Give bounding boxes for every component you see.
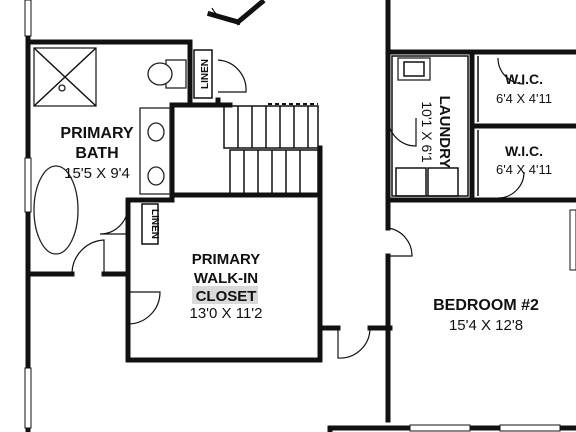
linen-shelf-upper (193, 49, 213, 99)
stairs-lower (229, 149, 319, 195)
stairs (223, 103, 319, 195)
sink-icon (397, 57, 431, 81)
bedroom2-label: BEDROOM #2 (433, 297, 539, 314)
wic-upper-label: W.I.C. (505, 71, 543, 87)
stairs-upper (223, 105, 319, 149)
washer-icon (395, 167, 427, 197)
primary-bath-title-2: BATH (75, 145, 118, 162)
laundry-dims: 10'1 X 6'1 (419, 101, 435, 163)
linen-shelf-lower (141, 203, 159, 245)
closet-title-2: WALK-IN (194, 270, 258, 287)
laundry-label: LAUNDRY (436, 96, 453, 169)
windows (24, 0, 576, 432)
closet-highlight (192, 286, 258, 304)
wic-upper-dims: 6'4 X 4'11 (496, 91, 552, 106)
closet-dims: 13'0 X 11'2 (189, 305, 262, 322)
linen-upper-label: LINEN (200, 59, 211, 89)
closet-title-3: CLOSET (196, 288, 257, 305)
linen-lower-label: LINEN (149, 209, 160, 239)
primary-bath-dims: 15'5 X 9'4 (64, 165, 130, 182)
labels: PRIMARY BATH 15'5 X 9'4 LINEN LINEN PRIM… (60, 59, 552, 334)
walls (25, 0, 576, 432)
closet-title-1: PRIMARY (192, 251, 261, 268)
primary-bath-title-1: PRIMARY (60, 125, 134, 142)
wic-lower-dims: 6'4 X 4'11 (496, 162, 552, 177)
fixtures (33, 47, 479, 255)
wic-lower-label: W.I.C. (505, 143, 543, 159)
bedroom2-dims: 15'4 X 12'8 (449, 317, 523, 334)
doors (71, 7, 525, 359)
bathtub-icon (33, 165, 79, 255)
dryer-icon (427, 167, 459, 197)
